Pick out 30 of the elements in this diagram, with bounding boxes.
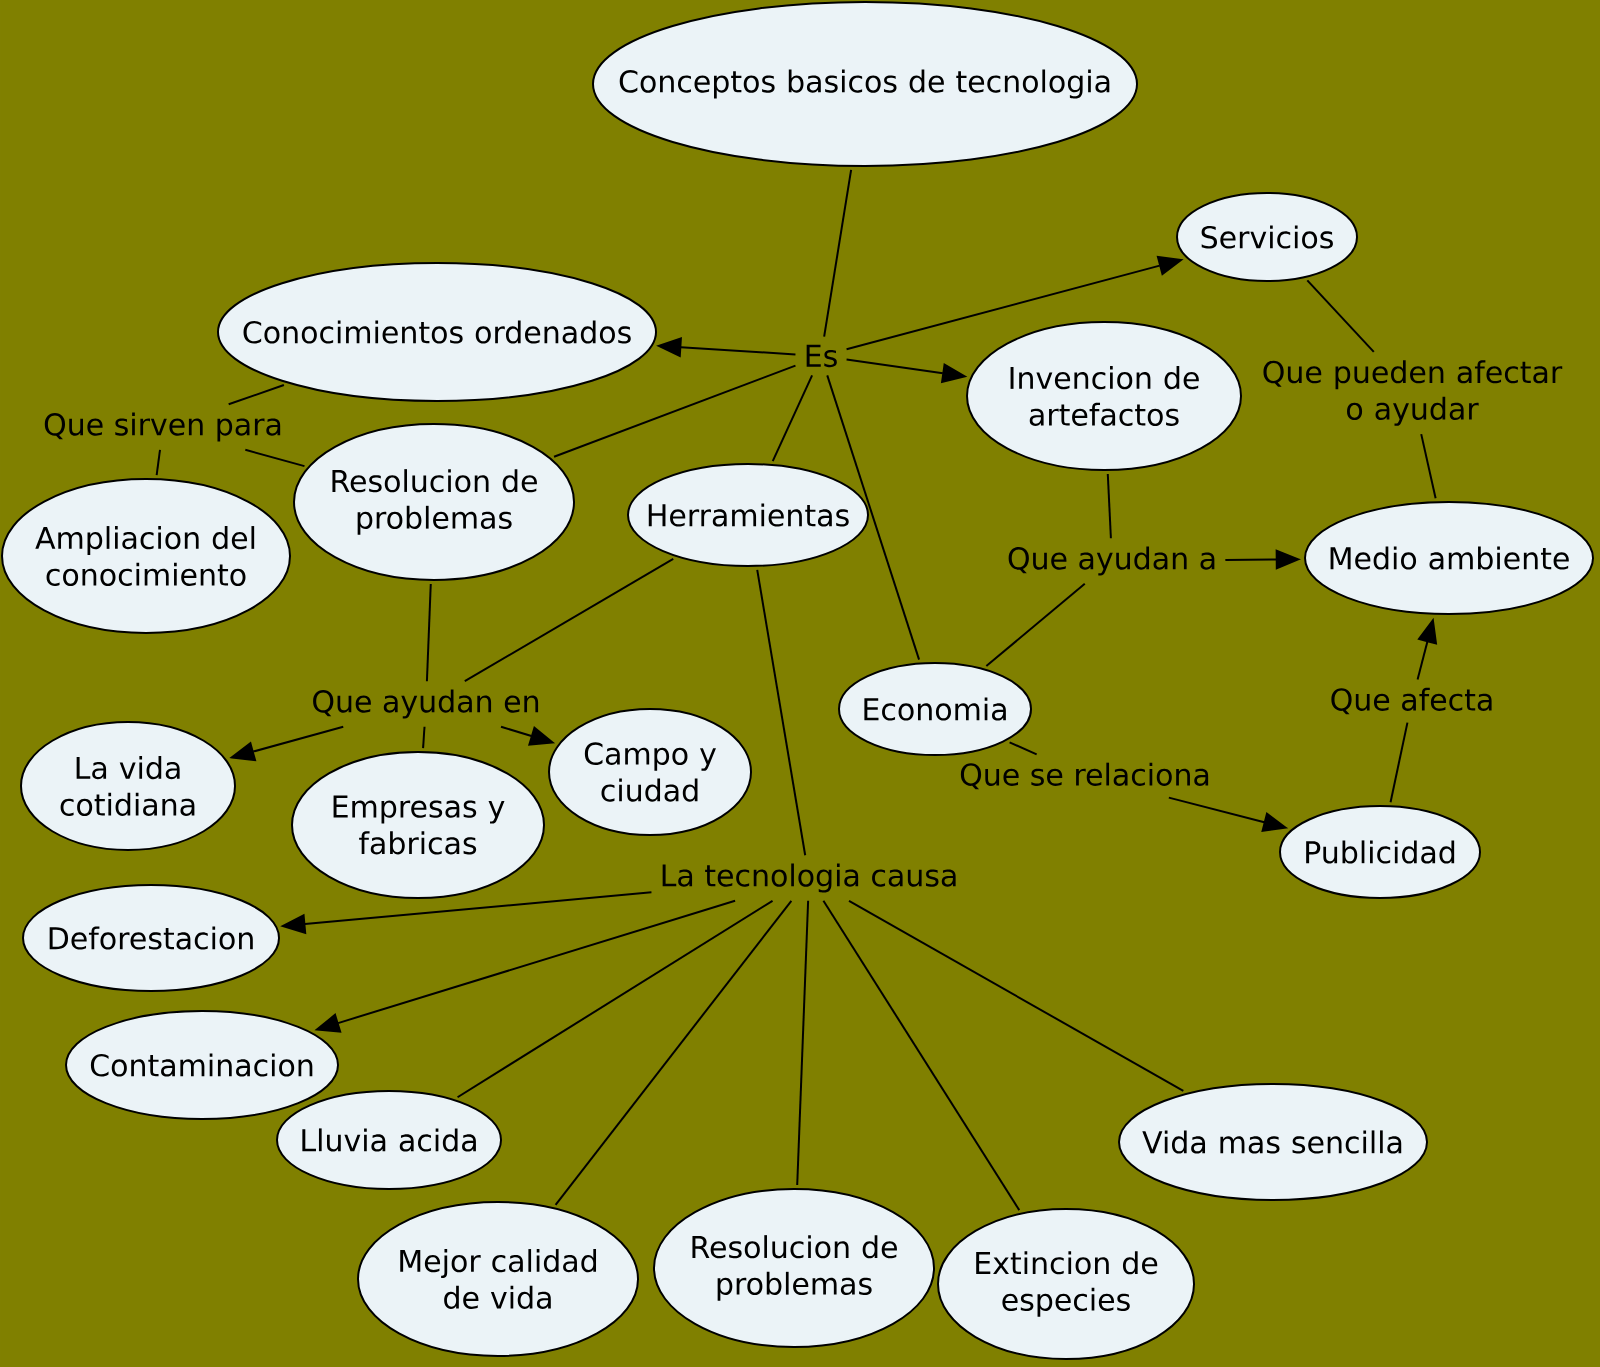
- linking-phrase: Que se relaciona: [960, 762, 1209, 790]
- connector-line: [848, 899, 1185, 1092]
- linking-phrase: Que sirven para: [44, 412, 281, 442]
- connector-line: [425, 583, 432, 683]
- connector-line: [1420, 433, 1437, 500]
- connector-line: [1306, 279, 1375, 353]
- connector-line: [227, 384, 285, 406]
- connector-line: [985, 582, 1086, 668]
- connector-line: [822, 899, 1021, 1212]
- linking-phrase: La tecnologia causa: [662, 863, 956, 893]
- connector-line: [1008, 741, 1038, 756]
- connector-line: [244, 448, 306, 468]
- connector-line: [826, 374, 921, 661]
- connector-line: [554, 899, 793, 1206]
- connector-line: [456, 899, 774, 1099]
- linking-phrase: Que ayudan a: [1008, 546, 1215, 576]
- connector-line: [422, 725, 426, 750]
- linking-phrase: Que ayudan en: [313, 689, 539, 719]
- connector-line: [1389, 721, 1409, 804]
- connector-line: [771, 374, 814, 463]
- connector-line: [823, 168, 853, 338]
- linking-phrase: Que pueden afectar o ayudar: [1263, 360, 1563, 426]
- connector-line: [155, 448, 161, 477]
- connector-line: [463, 557, 675, 683]
- linking-phrase: Que afecta: [1331, 687, 1492, 715]
- connector-line: [796, 899, 810, 1187]
- connector-line: [756, 568, 807, 857]
- connector-line: [553, 364, 797, 458]
- linking-phrase: Es: [806, 344, 837, 368]
- connector-line: [1106, 472, 1112, 540]
